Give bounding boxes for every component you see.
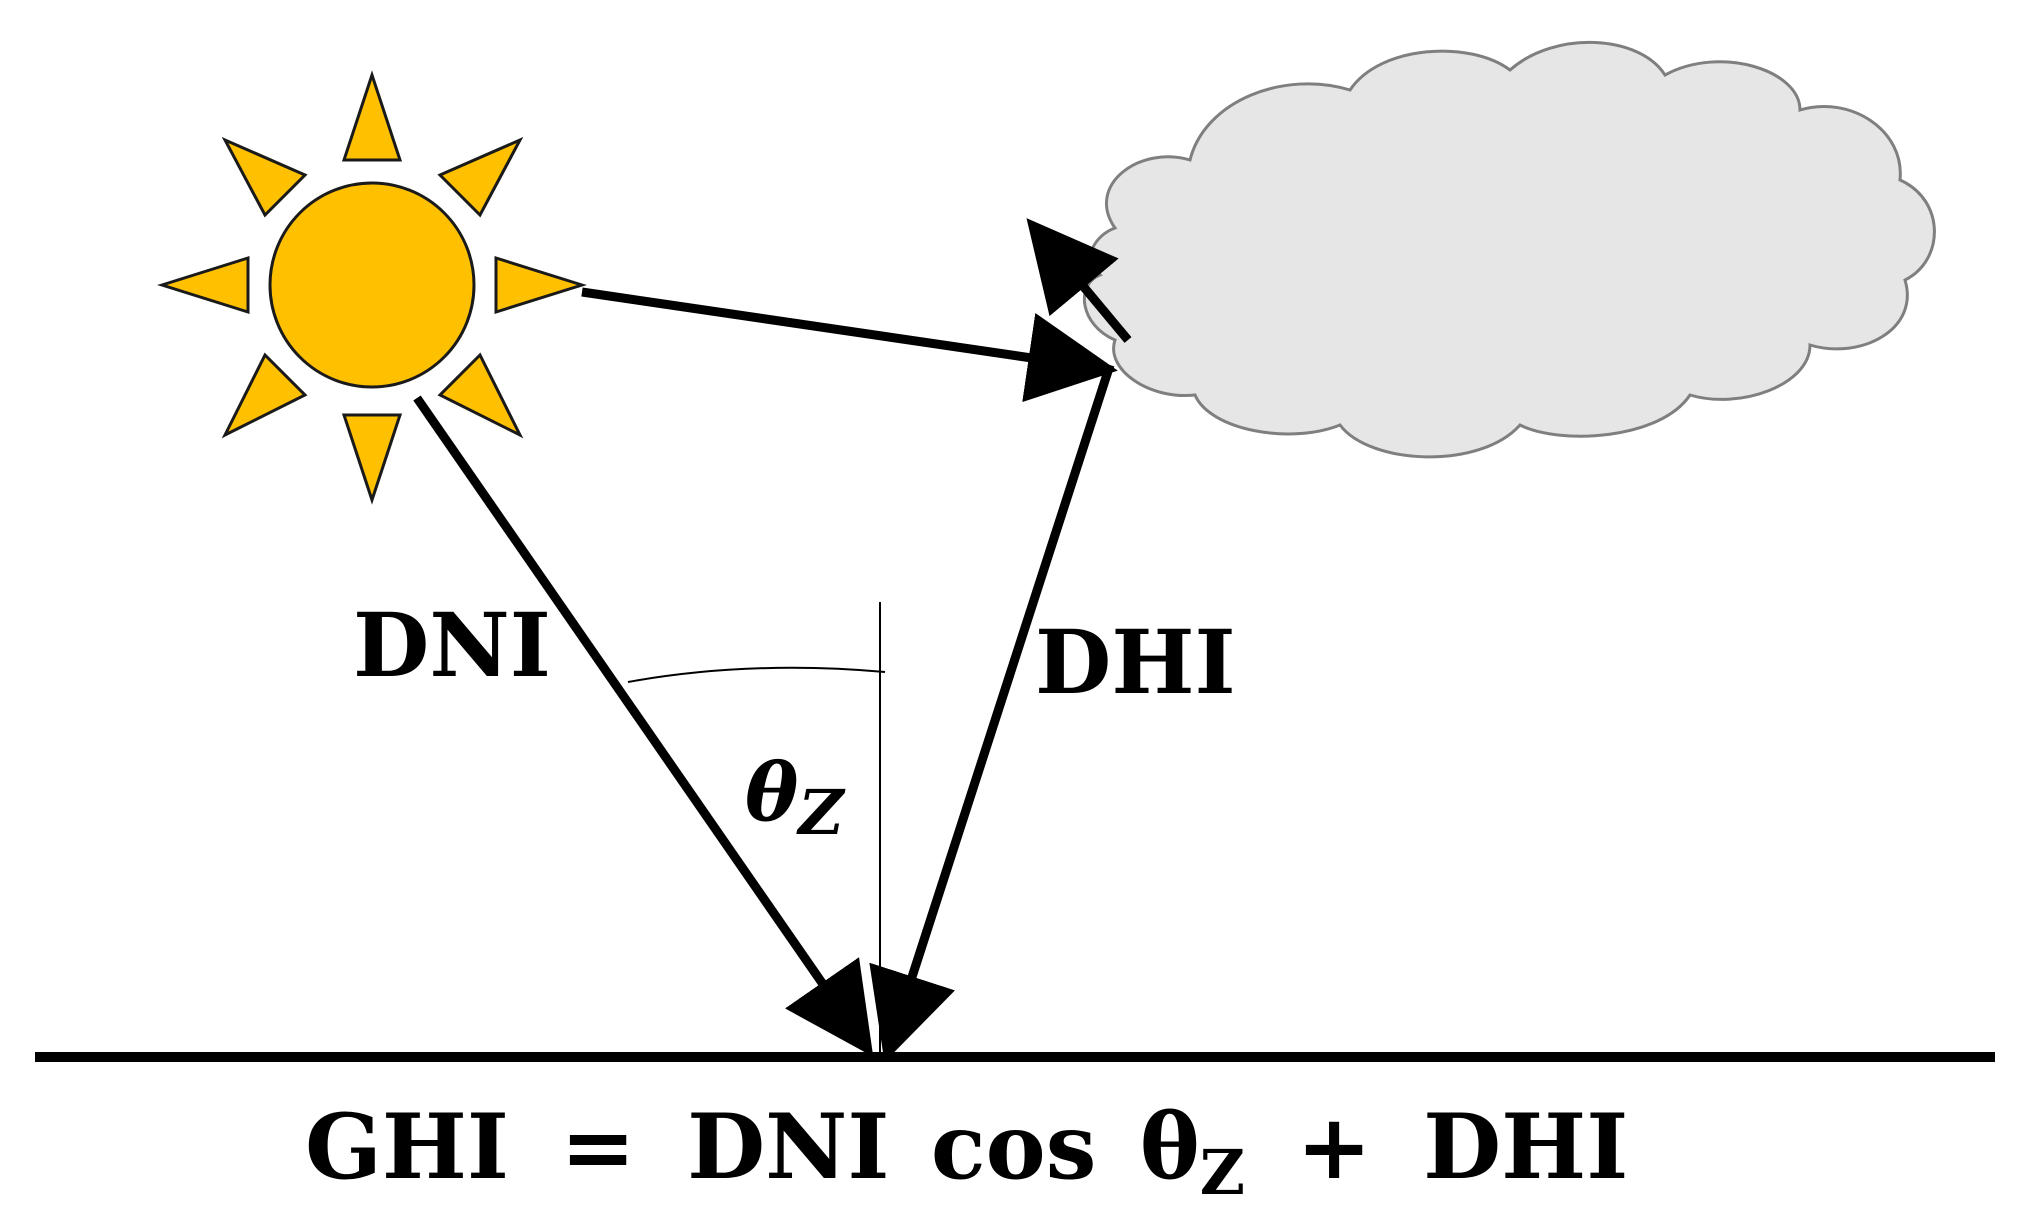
dhi-ray xyxy=(869,363,1115,1063)
equation-plus: + xyxy=(1296,1094,1371,1200)
equation-dni: DNI xyxy=(687,1094,889,1200)
zenith-angle-symbol: θ xyxy=(745,745,799,839)
zenith-angle-subscript: Z xyxy=(795,776,846,849)
equation-lhs: GHI xyxy=(305,1094,509,1200)
dhi-label: DHI xyxy=(1035,610,1236,714)
dni-ray xyxy=(413,395,874,1057)
equation-cos: cos xyxy=(931,1094,1097,1200)
zenith-angle-arc xyxy=(627,666,886,683)
equation-theta: θ xyxy=(1140,1094,1200,1200)
equation-dhi: DHI xyxy=(1423,1094,1628,1200)
equation-equals: = xyxy=(560,1094,635,1200)
zenith-angle-label: θZ xyxy=(745,745,846,849)
equation-theta-subscript: Z xyxy=(1200,1136,1245,1209)
ghi-equation: GHI = DNI cos θZ + DHI xyxy=(305,1094,1628,1216)
dni-label: DNI xyxy=(353,593,551,697)
sun-icon xyxy=(156,70,588,505)
cloud-icon xyxy=(1083,41,1936,459)
sun-to-cloud-ray xyxy=(581,287,1118,403)
scattered-ray xyxy=(1026,218,1132,343)
